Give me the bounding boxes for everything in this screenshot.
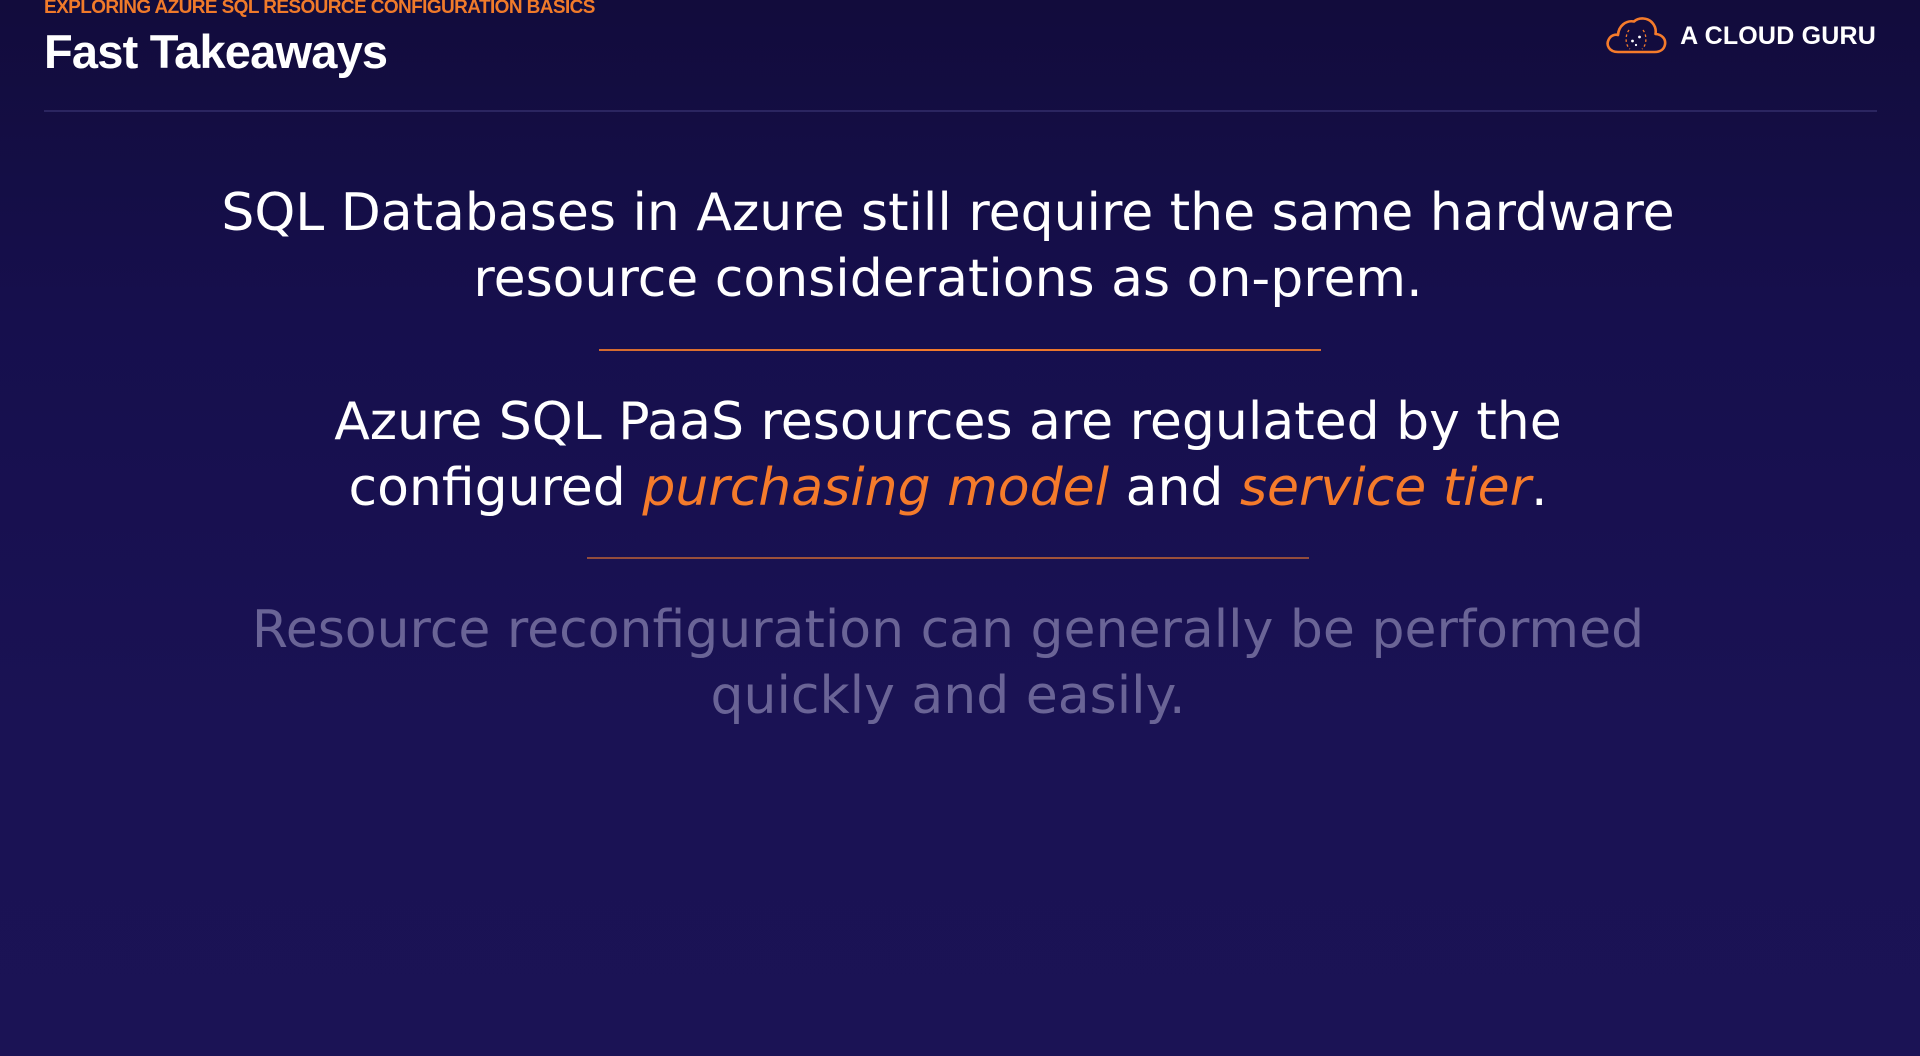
- header-divider: [44, 110, 1877, 112]
- highlight-purchasing-model: purchasing model: [642, 458, 1110, 518]
- takeaway-2-text-middle: and: [1109, 458, 1240, 518]
- course-eyebrow: EXPLORING AZURE SQL RESOURCE CONFIGURATI…: [44, 0, 595, 18]
- takeaway-2-text-start: Azure SQL PaaS resources are regulated b…: [334, 392, 1562, 518]
- takeaway-2: Azure SQL PaaS resources are regulated b…: [200, 389, 1696, 521]
- takeaway-2-text-end: .: [1530, 458, 1548, 518]
- slide-title: Fast Takeaways: [44, 25, 388, 78]
- cloud-icon: [1606, 17, 1667, 54]
- brand-logo: A CLOUD GURU: [1604, 14, 1876, 58]
- takeaway-1: SQL Databases in Azure still require the…: [221, 183, 1675, 309]
- divider-1: [599, 349, 1321, 351]
- highlight-service-tier: service tier: [1239, 458, 1531, 518]
- divider-2: [587, 557, 1309, 559]
- brand-name: A CLOUD GURU: [1680, 21, 1876, 50]
- takeaway-3: Resource reconfiguration can generally b…: [251, 600, 1645, 726]
